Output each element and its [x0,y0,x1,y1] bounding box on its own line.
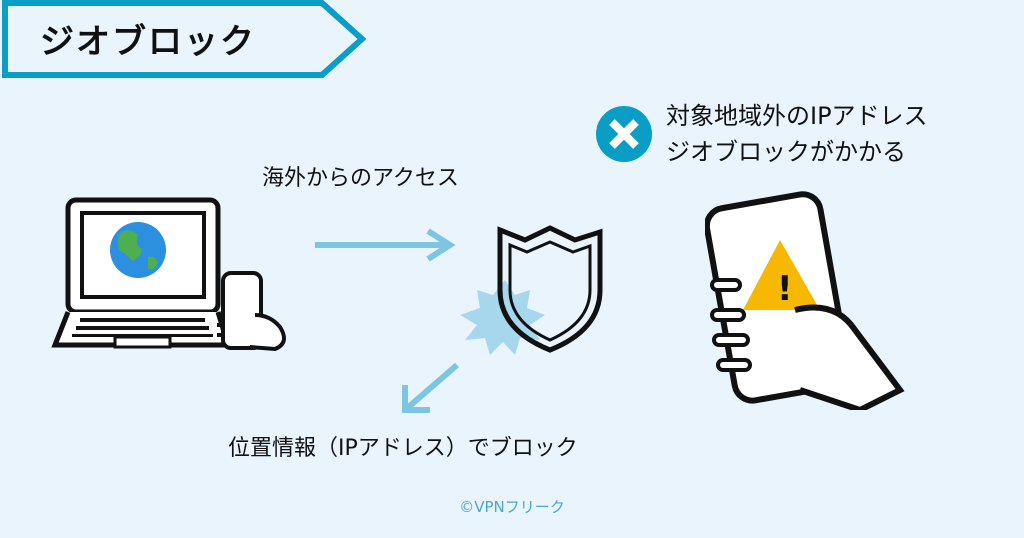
access-label: 海外からのアクセス [262,166,459,191]
arrow-right-icon [315,228,456,262]
result-line-2: ジオブロックがかかる [666,138,906,166]
page-title: ジオブロック [40,22,256,62]
credit: ©VPNフリーク [459,498,565,516]
warning-icon [743,240,820,310]
close-circle-icon [596,106,652,162]
svg-text:!: ! [777,269,793,309]
hand-phone-warning-icon: ! [705,191,905,410]
title-banner [2,0,367,78]
globe-icon [110,222,166,278]
laptop-icon [51,197,286,352]
shield-icon [460,225,603,355]
result-text: 対象地域外のIPアドレス ジオブロックがかかる [666,98,928,170]
result-line-1: 対象地域外のIPアドレス [666,102,928,130]
arrow-down-left-icon [402,362,459,413]
hand-phone-icon [217,271,286,352]
block-label: 位置情報（IPアドレス）でブロック [228,436,578,461]
